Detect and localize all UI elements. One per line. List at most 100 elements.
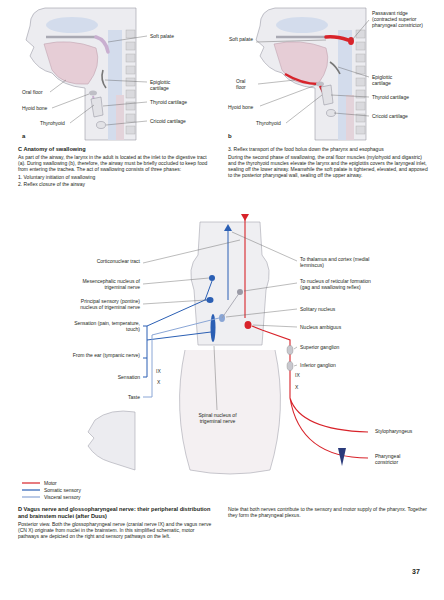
structure-label: Superior ganglion [300, 344, 339, 350]
drawing-part [96, 37, 108, 52]
drawing-part [89, 91, 97, 96]
part-label: Thyrohyoid [40, 120, 65, 126]
roman-numeral: IX [295, 372, 300, 378]
drawing-part [143, 300, 206, 304]
drawing-part [244, 283, 297, 291]
drawing-part [285, 74, 318, 84]
figure-letter: a [22, 133, 25, 140]
drawing-part [294, 347, 297, 349]
legend-line-sample [22, 494, 42, 500]
drawing-part [211, 314, 216, 342]
structure-label: Principal sensory (pontine) nucleus of t… [70, 298, 140, 310]
part-label: Epiglottic cartilage [372, 74, 412, 86]
drawing-part [256, 8, 366, 140]
drawing-part [50, 80, 66, 92]
part-label: Thyroid cartilage [372, 94, 412, 100]
drawing-part [338, 67, 369, 77]
structure-label: From the ear (tympanic nerve) [70, 352, 140, 358]
drawing-part [294, 365, 297, 366]
part-label: Epiglottic cartilage [150, 79, 190, 91]
drawing-part [143, 318, 219, 397]
drawing-part [70, 105, 94, 123]
drawing-part [52, 94, 89, 108]
part-label: Soft palate [150, 33, 174, 39]
drawing-part [334, 113, 369, 116]
drawing-part [97, 122, 106, 129]
drawing-part [331, 95, 369, 97]
drawing-part [338, 448, 346, 466]
drawing-part [224, 224, 232, 231]
structure-label: Pharyngeal constrictor [375, 453, 420, 465]
caption-text: During the second phase of swallowing, t… [228, 154, 428, 178]
drawing-part [252, 326, 368, 458]
structure-label: Taste [80, 394, 140, 400]
roman-numeral: IX [156, 368, 161, 374]
drawing-part [287, 346, 293, 355]
caption-text: Note that both nerves contribute to the … [228, 506, 428, 518]
caption-text: 3. Reflex transport of the food bolus do… [228, 146, 428, 152]
part-label: Cricoid cartilage [150, 118, 190, 124]
drawing-part [88, 411, 135, 470]
structure-label: Sensation [80, 374, 140, 380]
structure-label: Spinal nucleus of trigeminal nerve [190, 412, 245, 424]
part-label: Oral floor [22, 89, 43, 95]
drawing-part [228, 231, 229, 300]
legend-text: Motor [44, 480, 57, 486]
caption-text: 1. Voluntary initiation of swallowing [18, 174, 215, 180]
structure-label: Sensation (pain, temperature, touch) [70, 320, 140, 332]
legend-line [22, 496, 40, 497]
legend-text: Visceral sensory [44, 494, 81, 500]
part-label: Cricoid cartilage [372, 113, 412, 119]
structure-label: Stylopharyngeus [375, 428, 412, 434]
drawing-part [326, 37, 348, 40]
drawing-part [180, 350, 281, 474]
legend-line [22, 482, 40, 483]
drawing-part [209, 275, 215, 281]
drawing-part [244, 218, 245, 318]
drawing-part [191, 222, 269, 345]
drawing-part [245, 321, 252, 329]
part-label: Thyrohyoid [256, 120, 281, 126]
drawing-part [26, 8, 136, 140]
legend-line-sample [22, 487, 42, 493]
figure-a [26, 8, 136, 140]
drawing-part [330, 62, 340, 74]
drawing-part [260, 85, 316, 106]
drawing-part [286, 95, 322, 123]
drawing-part [241, 214, 249, 221]
legend-line-sample [22, 480, 42, 486]
part-label: Soft palate [229, 36, 253, 42]
figure-b [256, 8, 366, 140]
roman-numeral: X [295, 384, 298, 390]
part-label: Passavant ridge (contracted superior pha… [372, 10, 434, 28]
leader-lines [50, 20, 369, 125]
caption-heading: C Anatomy of swallowing [18, 146, 215, 153]
drawing-part [226, 309, 297, 317]
drawing-part [106, 121, 147, 125]
legend-text: Somatic sensory [44, 487, 81, 493]
structure-label: Inferior ganglion [300, 362, 336, 368]
legend-line [22, 489, 40, 490]
caption-text: Posterior view. Both the glossopharyngea… [18, 521, 215, 539]
drawing-part [105, 80, 147, 82]
roman-numeral: X [157, 379, 160, 385]
figure-letter: b [228, 133, 232, 140]
drawing-part [102, 70, 106, 88]
legend-row: Visceral sensory [22, 494, 142, 500]
part-label: Thyroid cartilage [150, 99, 190, 105]
drawing-part [287, 362, 293, 371]
part-label: Oral floor [236, 78, 254, 90]
drawing-part [253, 325, 297, 327]
caption-heading: D Vagus nerve and glossopharyngeal nerve… [18, 506, 215, 520]
structure-label: Solitary nucleus [300, 306, 335, 312]
structure-label: Nucleus ambiguus [300, 324, 341, 330]
caption-text: 2. Reflex closure of the airway [18, 181, 215, 187]
drawing-part [285, 37, 354, 117]
legend-row: Somatic sensory [22, 487, 142, 493]
brainstem-diagram [88, 214, 368, 474]
drawing-part [316, 82, 324, 87]
page-number: 37 [412, 568, 420, 576]
drawing-part [348, 37, 354, 45]
caption-text: As part of the airway, the larynx in the… [18, 154, 215, 172]
